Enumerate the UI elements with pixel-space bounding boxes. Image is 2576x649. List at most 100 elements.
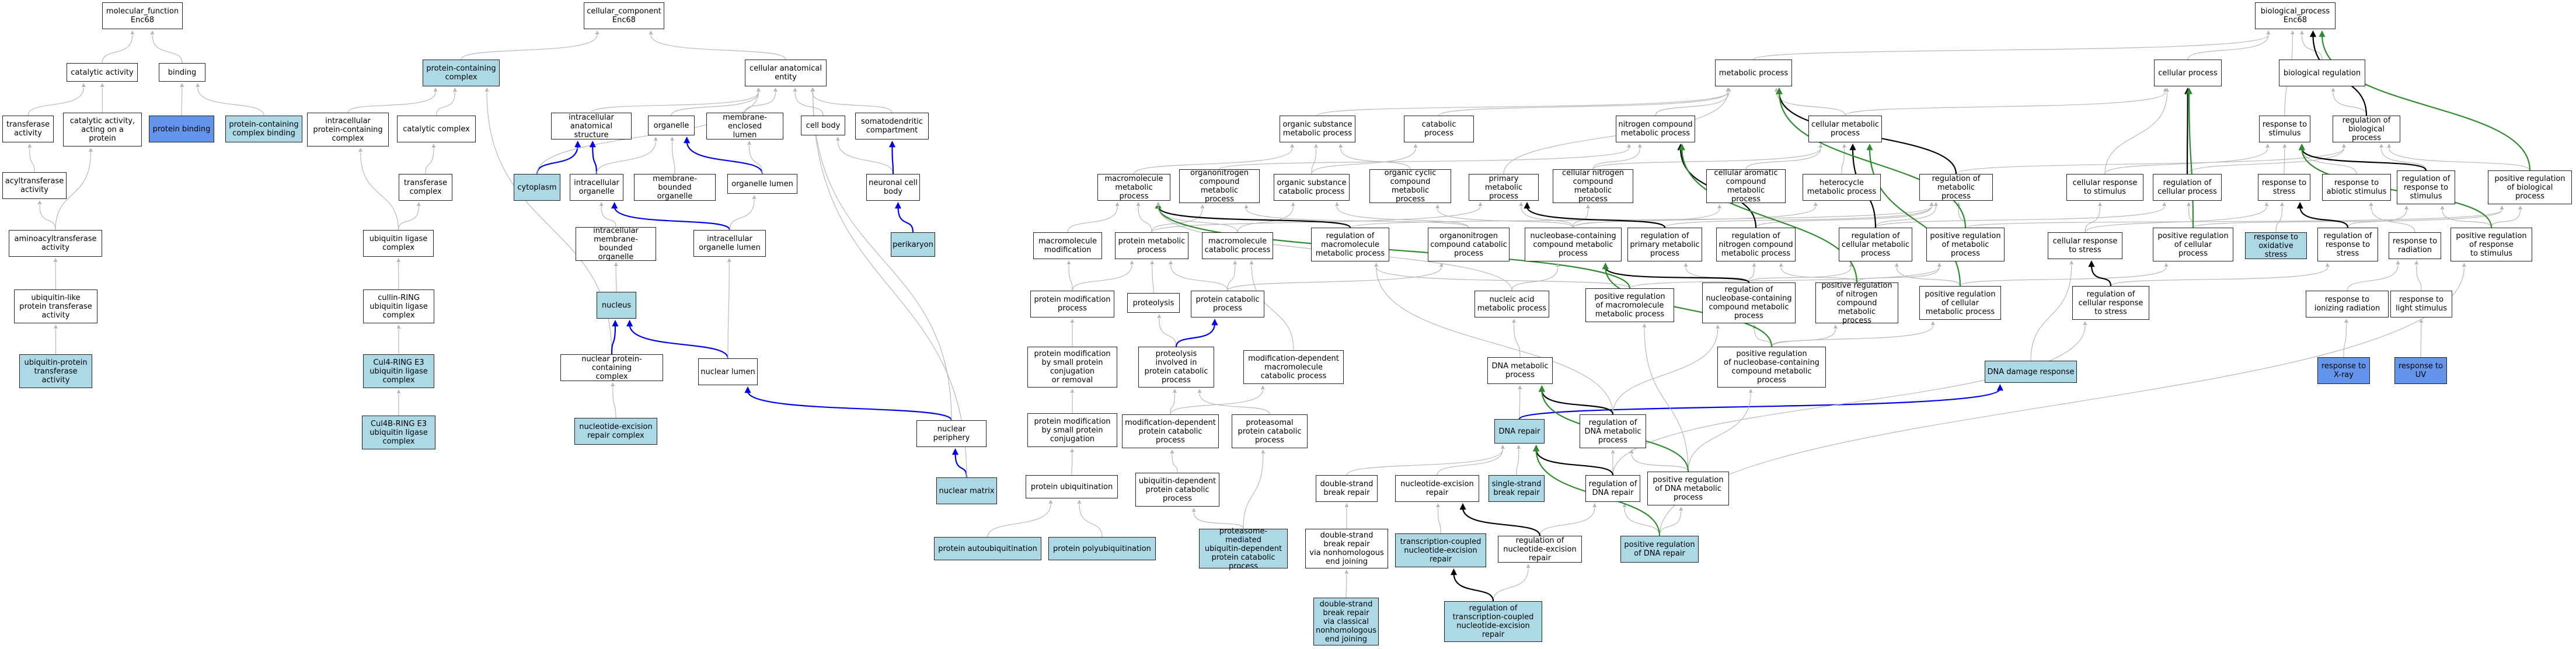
edge-is-a [2491, 210, 2521, 228]
edge-arrowhead [180, 83, 184, 87]
edge-is-a [1539, 507, 1595, 536]
edge-arrowhead [27, 144, 32, 148]
node-regulation-of-ner: regulation of nucleotide-excision repair [1498, 536, 1582, 563]
edge-is-a [1771, 329, 1836, 347]
edge-arrowhead [599, 202, 604, 206]
edge-arrowhead [416, 202, 421, 206]
edge-is-a [2442, 210, 2492, 228]
node-macromolecule-mp: macromolecule metabolic process [1097, 174, 1170, 201]
node-macromolecule-modification: macromolecule modification [1033, 232, 1102, 259]
node-intracellular-anatomical-structure: intracellular anatomical structure [551, 113, 632, 139]
edge-arrowhead [649, 30, 653, 34]
node-protein-binding: protein binding [149, 116, 214, 142]
node-cc-root: cellular_component Enc68 [584, 2, 664, 29]
edge-is-a [1685, 267, 1749, 283]
edge-arrowhead [1592, 503, 1597, 507]
node-regulation-of-response-to-stimulus: regulation of response to stimulus [2397, 170, 2455, 204]
edge-arrowhead [574, 141, 581, 148]
edge-is-a [1856, 267, 1940, 283]
edge-part-of [629, 324, 729, 359]
edge-is-a [813, 92, 967, 478]
node-aminoacyltransferase: aminoacyltransferase activity [9, 230, 102, 257]
edge-arrowhead [1249, 260, 1254, 264]
edge-pos-reg [2301, 148, 2493, 228]
node-response-to-stress: response to stress [2258, 174, 2310, 201]
edge-arrowhead [100, 83, 104, 87]
edge-arrowhead [611, 382, 615, 386]
edge-regulates [1462, 507, 1541, 536]
node-nuclear-periphery: nuclear periphery [916, 420, 987, 447]
edge-arrowhead [1244, 204, 1249, 208]
edge-is-a [1748, 267, 1852, 283]
node-intracellular-organelle: intracellular organelle [570, 174, 623, 201]
edge-arrowhead [2282, 144, 2287, 148]
edge-arrowhead [752, 195, 757, 199]
edge-part-of [686, 141, 764, 175]
node-nuclear-pcc: nuclear protein-containing complex [560, 354, 663, 381]
edge-arrowhead [196, 83, 200, 87]
edge-arrowhead [2298, 144, 2305, 151]
node-somatodendritic: somatodendritic compartment [855, 113, 929, 139]
node-protein-autoubiquitination: protein autoubiquitination [934, 537, 1041, 560]
edge-arrowhead [1173, 389, 1177, 393]
edge-is-a [1655, 92, 1730, 116]
node-bp-root: biological_process Enc68 [2255, 2, 2336, 29]
node-regulation-of-macromolecule-mp: regulation of macromolecule metabolic pr… [1311, 228, 1389, 261]
edge-is-a [1170, 389, 1263, 415]
node-positive-regulation-of-nucleobase-mp: positive regulation of nucleobase-contai… [1717, 347, 1826, 388]
edge-arrowhead [1130, 260, 1134, 264]
node-intracellular-pcc: intracellular protein-containing complex [307, 113, 389, 146]
edge-arrowhead [1261, 449, 1266, 453]
edge-is-a [536, 92, 759, 175]
edge-is-a [1193, 512, 1244, 529]
edge-is-a [2371, 206, 2415, 233]
edge-is-a [813, 92, 952, 421]
edge-arrowhead [1338, 144, 1343, 148]
edge-arrowhead [2309, 30, 2317, 37]
edge-arrowhead [2164, 263, 2169, 267]
edge-is-a [1311, 148, 1416, 175]
edge-arrowhead [1894, 263, 1899, 267]
node-regulation-of-mp: regulation of metabolic process [1919, 174, 1993, 201]
edge-is-a [1227, 264, 1236, 291]
edge-arrowhead [1048, 500, 1053, 504]
edge-arrowhead [37, 200, 42, 204]
edge-arrowhead [1752, 263, 1756, 267]
node-response-to-stimulus: response to stimulus [2259, 116, 2310, 142]
node-positive-regulation-of-nitrogen-mp: positive regulation of nitrogen compound… [1815, 281, 1898, 325]
edge-is-a [1170, 264, 1228, 291]
edge-is-a [744, 92, 776, 113]
node-cellular-response-to-stimulus: cellular response to stimulus [2066, 174, 2143, 201]
node-nucleus: nucleus [597, 292, 636, 319]
node-response-to-xray: response to X-ray [2317, 357, 2370, 384]
edge-is-a [1072, 264, 1132, 291]
node-organic-substance-cp: organic substance catabolic process [1274, 174, 1350, 201]
node-heterocycle-mp: heterocycle metabolic process [1803, 174, 1881, 201]
node-catabolic-process: catabolic process [1404, 116, 1474, 142]
edge-arrowhead [81, 83, 86, 87]
edge-is-a [612, 386, 616, 418]
node-cellular-anatomical-entity: cellular anatomical entity [745, 60, 827, 86]
edge-arrowhead [2325, 263, 2330, 267]
edge-arrowhead [2319, 30, 2326, 37]
node-nitrogen-compound-mp: nitrogen compound metabolic process [1616, 116, 1695, 142]
edge-arrowhead [396, 389, 401, 393]
edge-is-a [1688, 393, 1751, 472]
node-positive-regulation-of-mp: positive regulation of metabolic process [1926, 228, 2005, 261]
node-positive-regulation-of-macromolecule-mp: positive regulation of macromolecule met… [1585, 288, 1674, 322]
edge-arrowhead [1818, 144, 1823, 148]
node-organonitrogen-mp: organonitrogen compound metabolic proces… [1179, 169, 1260, 204]
node-protein-ubiquitination: protein ubiquitination [1026, 475, 1118, 498]
edge-arrowhead [396, 324, 401, 329]
edge-is-a [1172, 453, 1178, 473]
edge-arrowhead [1450, 568, 1458, 575]
edge-part-of [897, 206, 914, 233]
edge-arrowhead [1500, 445, 1505, 449]
node-transferase-activity: transferase activity [2, 116, 54, 142]
edge-regulates [1541, 389, 1614, 415]
edge-regulates [2090, 264, 2112, 287]
edge-arrowhead [611, 202, 618, 209]
node-cellular-aromatic-mp: cellular aromatic compound metabolic pro… [1706, 169, 1786, 204]
edge-arrowhead [1077, 500, 1082, 504]
node-ubl-transferase: ubiquitin-like protein transferase activ… [14, 289, 97, 323]
